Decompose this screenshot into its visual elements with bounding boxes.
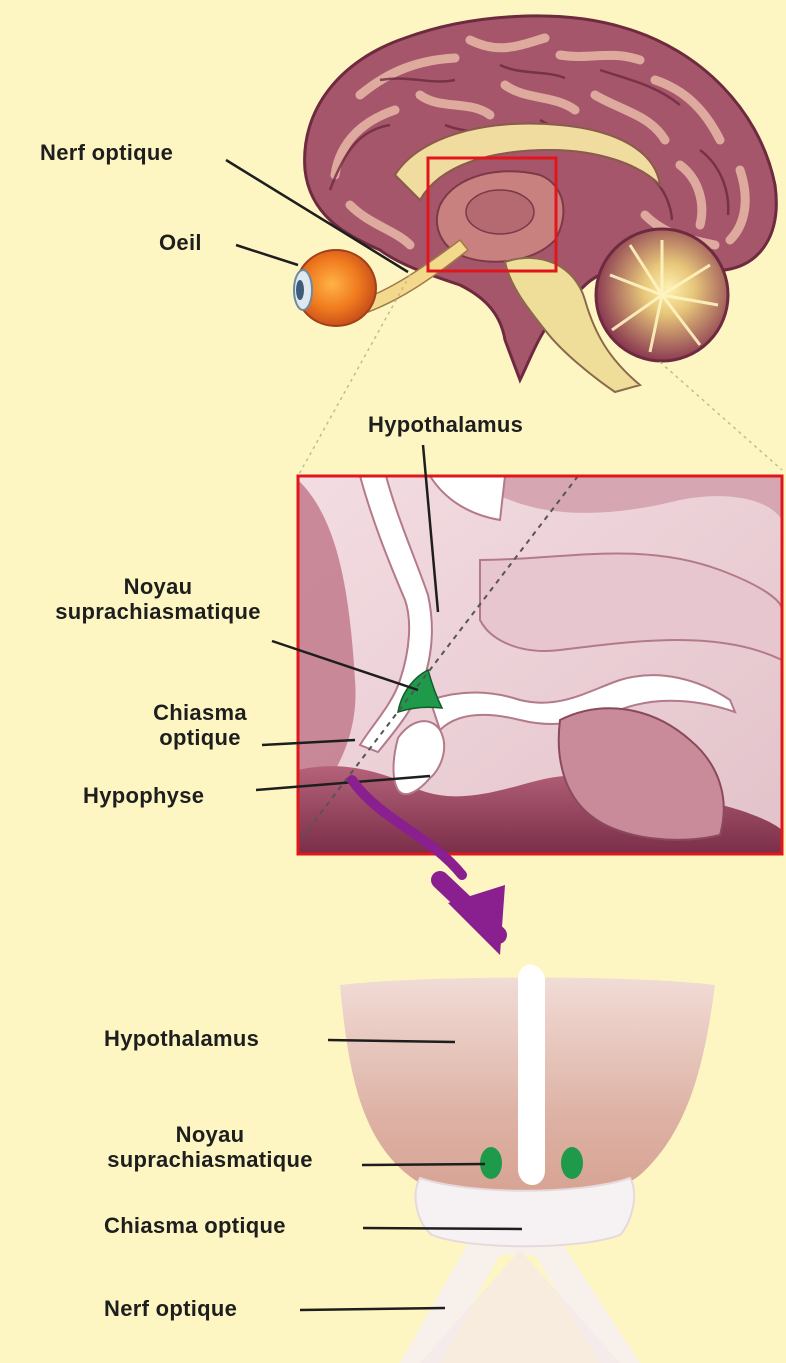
label-scn-detail-line1: Noyau bbox=[8, 574, 308, 599]
label-hypothalamus-bottom: Hypothalamus bbox=[104, 1026, 259, 1051]
label-hypothalamus-detail: Hypothalamus bbox=[368, 412, 523, 437]
brain-illustration bbox=[305, 16, 777, 392]
label-chiasm-detail-line2: optique bbox=[110, 725, 290, 750]
label-pituitary-detail: Hypophyse bbox=[83, 783, 204, 808]
label-chiasm-detail-line1: Chiasma bbox=[110, 700, 290, 725]
label-optic-nerve-top: Nerf optique bbox=[40, 140, 173, 165]
label-chiasm-detail: Chiasma optique bbox=[110, 700, 290, 750]
label-optic-nerve-bottom: Nerf optique bbox=[104, 1296, 237, 1321]
eye-illustration bbox=[294, 250, 376, 326]
label-eye: Oeil bbox=[159, 230, 202, 255]
label-scn-bottom-line2: suprachiasmatique bbox=[60, 1147, 360, 1172]
label-scn-detail: Noyau suprachiasmatique bbox=[8, 574, 308, 624]
scn-right-dot bbox=[561, 1147, 583, 1179]
label-scn-bottom: Noyau suprachiasmatique bbox=[60, 1122, 360, 1172]
label-scn-bottom-line1: Noyau bbox=[60, 1122, 360, 1147]
label-chiasm-bottom: Chiasma optique bbox=[104, 1213, 286, 1238]
label-scn-detail-line2: suprachiasmatique bbox=[8, 599, 308, 624]
